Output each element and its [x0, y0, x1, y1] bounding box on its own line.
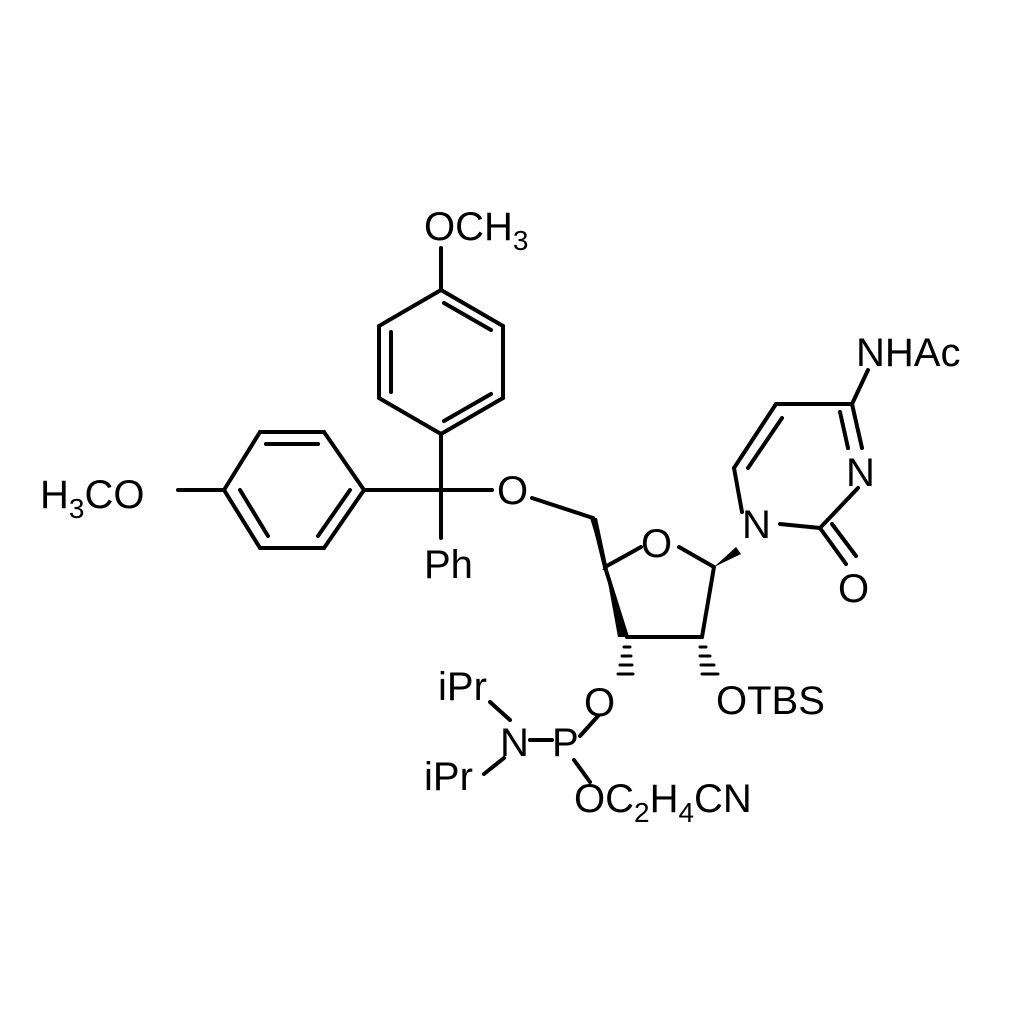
label-ipr-top: iPr [438, 665, 487, 709]
bond-c2-o-inner [830, 522, 858, 558]
bond-top-ring-6 [377, 288, 443, 328]
label-ring-oxygen: O [641, 522, 672, 566]
label-nhac: NHAc [856, 331, 960, 375]
label-otbs: OTBS [716, 679, 825, 723]
bond-n3-c2 [818, 486, 860, 530]
label-carbonyl-oxygen: O [838, 567, 869, 611]
bond-c1-c2 [700, 565, 716, 639]
label-amine-n: N [500, 721, 529, 765]
bond-ether-o-to-ch2 [530, 496, 595, 520]
label-methoxy-top-sub: 3 [513, 225, 529, 256]
label-cyanoethyl: OC2H4CN [574, 777, 752, 828]
wedge-c1-n1 [714, 547, 741, 567]
bond-left-ring-1 [322, 430, 366, 492]
bond-n1-c6 [732, 466, 744, 514]
label-ipr-bottom: iPr [424, 755, 473, 799]
bond-p-to-o [572, 758, 592, 784]
label-cyanoethyl-cn: CN [694, 777, 752, 821]
cytosine-ring [732, 368, 870, 566]
bond-n-to-ipr-bottom [482, 756, 506, 776]
bond-left-ring-inner-2 [238, 488, 270, 538]
label-cyanoethyl-h: H [650, 777, 679, 821]
left-anisyl-ring [176, 430, 443, 550]
bond-c2-n1 [778, 522, 822, 530]
label-n1: N [742, 503, 771, 547]
bonds [176, 246, 870, 784]
label-methoxy-top: OCH3 [424, 205, 528, 256]
top-anisyl-ring [377, 246, 505, 492]
hash-c3-o3 [616, 645, 635, 676]
label-ether-oxygen: O [497, 469, 528, 513]
bond-o3-to-p [578, 714, 600, 738]
label-methoxy-left: H3CO [40, 473, 144, 524]
label-o3: O [584, 681, 615, 725]
label-methoxy-left-h: H [40, 473, 69, 517]
bond-ring-o-c1 [677, 545, 716, 569]
label-cyanoethyl-oc: OC [574, 777, 634, 821]
bond-c6-c5-inner [746, 416, 784, 470]
bond-c2-o [818, 526, 848, 566]
label-cyanoethyl-sub1: 2 [634, 797, 650, 828]
bond-left-ring-3 [222, 430, 262, 492]
bond-top-ring-1 [439, 288, 505, 328]
bond-top-ring-3 [439, 396, 505, 436]
bond-c4-nhac [850, 368, 870, 406]
label-methoxy-top-main: OCH [424, 205, 513, 249]
bond-left-ring-inner-3 [316, 488, 352, 538]
label-phenyl: Ph [424, 543, 473, 587]
wedge-c4-c5 [590, 518, 608, 570]
bond-c4-n3 [850, 402, 864, 450]
bond-top-ring-4 [377, 396, 443, 436]
bond-c6-c5 [732, 402, 778, 470]
bond-top-ring-inner-1 [442, 301, 493, 332]
bond-top-ring-inner-2 [442, 392, 493, 423]
label-cyanoethyl-sub2: 4 [678, 797, 694, 828]
label-n3: N [846, 451, 875, 495]
label-methoxy-left-sub: 3 [69, 493, 85, 524]
bond-left-ring-6 [322, 488, 366, 550]
label-phosphorus: P [552, 721, 579, 765]
bond-n-to-ipr-top [488, 700, 512, 722]
atom-labels: OCH3 H3CO O Ph O N N NHAc O OTBS O P N i… [40, 205, 960, 828]
bond-left-ring-4 [222, 488, 262, 550]
bond-c4-ring-o [603, 545, 643, 569]
bond-c4-n3-inner [838, 410, 850, 450]
hash-c2-o2 [698, 645, 720, 676]
label-methoxy-left-co: CO [84, 473, 144, 517]
wedge-c4-front [605, 566, 627, 637]
